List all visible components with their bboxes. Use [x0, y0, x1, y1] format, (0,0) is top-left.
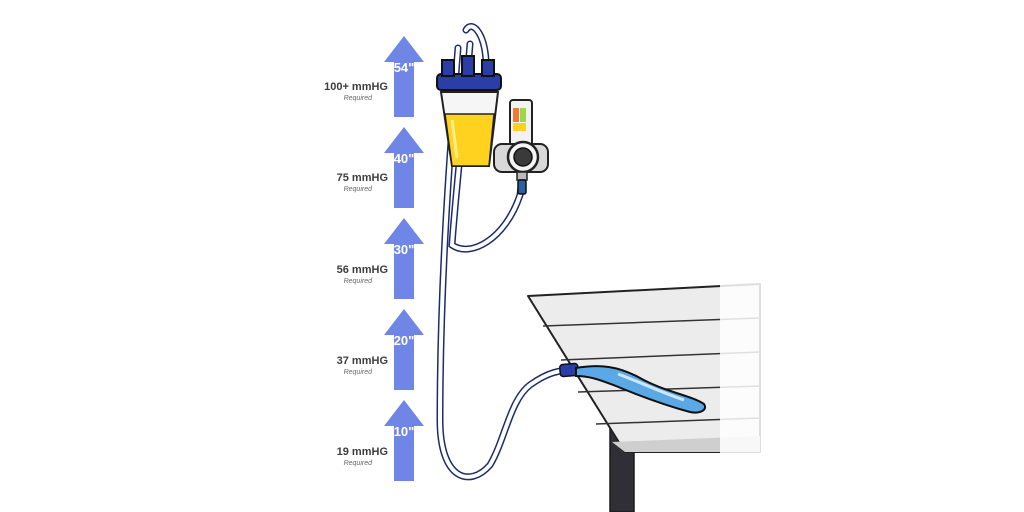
arrow-label-20: 20" — [394, 333, 415, 348]
vacuum-regulator-icon — [493, 99, 549, 195]
up-arrow-icon-54: 54" — [384, 36, 424, 117]
required-note: Required — [343, 369, 372, 376]
arrow-label-30: 30" — [394, 242, 415, 257]
arrow-label-40: 40" — [394, 151, 415, 166]
pressure-label-level-4: 37 mmHG Required — [300, 355, 388, 377]
required-note: Required — [343, 186, 372, 193]
arrow-label-54: 54" — [394, 60, 415, 75]
pressure-value: 56 mmHG — [336, 264, 388, 276]
up-arrow-icon-30: 30" — [384, 218, 424, 299]
pressure-label-level-2: 75 mmHG Required — [300, 172, 388, 194]
pressure-label-level-5: 19 mmHG Required — [300, 446, 388, 468]
pressure-label-level-1: 100+ mmHG Required — [300, 81, 388, 103]
pressure-value: 100+ mmHG — [324, 81, 388, 93]
pressure-label-level-3: 56 mmHG Required — [300, 264, 388, 286]
up-arrow-icon-10: 10" — [384, 400, 424, 481]
required-note: Required — [343, 278, 372, 285]
up-arrow-icon-40: 40" — [384, 127, 424, 208]
pressure-value: 19 mmHG — [336, 446, 388, 458]
required-note: Required — [343, 95, 372, 102]
yankauer-handle-icon — [559, 362, 706, 414]
pressure-value: 37 mmHG — [336, 355, 388, 367]
arrow-label-10: 10" — [394, 424, 415, 439]
required-note: Required — [343, 460, 372, 467]
up-arrow-icon-20: 20" — [384, 309, 424, 390]
suction-canister-icon — [436, 55, 502, 167]
pressure-value: 75 mmHG — [336, 172, 388, 184]
